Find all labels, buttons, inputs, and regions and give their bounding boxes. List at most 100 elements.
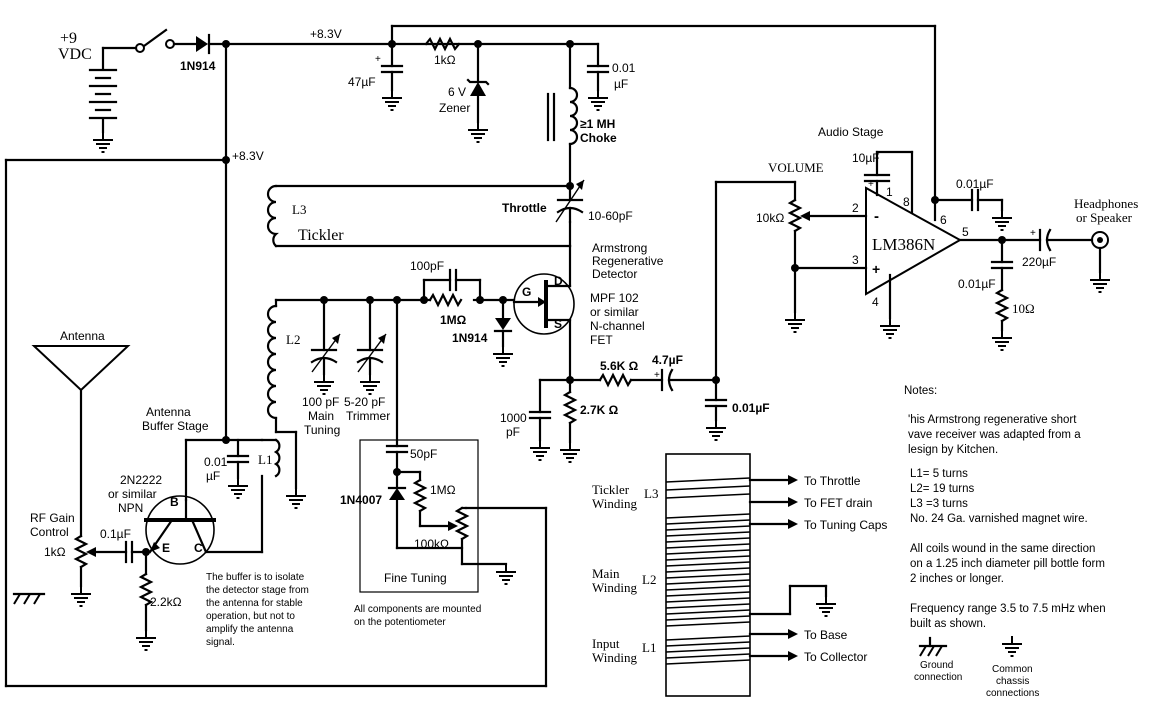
headphones-label-2: or Speaker	[1076, 210, 1133, 225]
to-collector-label: To Collector	[804, 650, 867, 664]
tickler-label: Tickler	[298, 227, 344, 244]
cap-100pf-label: 100pF	[410, 259, 444, 273]
fet-d-label: D	[554, 274, 563, 288]
trimmer-label-1: 5-20 pF	[344, 395, 385, 409]
tr-c-label: C	[194, 541, 203, 555]
svg-text:4: 4	[872, 295, 879, 309]
res-5k6	[598, 372, 633, 388]
svg-text:the detector stage from: the detector stage from	[206, 585, 309, 596]
svg-text:µF: µF	[206, 469, 220, 483]
main-tuning-cap	[310, 298, 341, 395]
svg-text:6: 6	[940, 213, 947, 227]
transistor-label-2: or similar	[108, 487, 157, 501]
main-tuning-label-1: 100 pF	[302, 395, 339, 409]
res-1k-label: 1kΩ	[434, 53, 456, 67]
cap-001-pin6-label: 0.01µF	[956, 177, 994, 191]
svg-text:µF: µF	[614, 77, 628, 91]
antenna-label: Antenna	[60, 329, 105, 343]
svg-text:+: +	[872, 261, 880, 277]
svg-text:L2= 19 turns: L2= 19 turns	[910, 483, 975, 495]
to-fet-label: To FET drain	[804, 496, 872, 510]
ic-label: LM386N	[872, 235, 935, 254]
fet-s-label: S	[554, 317, 562, 331]
cap-4u7	[660, 368, 718, 392]
fet-g-label: G	[522, 285, 531, 299]
fine-note-2: on the potentiometer	[354, 617, 446, 628]
gate-diode-label: 1N914	[452, 331, 488, 345]
legend-common-label-3: connections	[986, 688, 1039, 699]
choke-value-label: ≥1 MH	[580, 117, 615, 131]
jfet-mpf102	[512, 244, 575, 382]
chassis-ground-left	[12, 592, 46, 605]
coil-l1-label: L1	[642, 640, 656, 655]
l1-label: L1	[258, 452, 272, 467]
svg-text:lesign by Kitchen.: lesign by Kitchen.	[908, 444, 998, 456]
fine-tuning-pot[interactable]	[454, 506, 517, 585]
coil-tickler-label-2: Winding	[592, 496, 637, 511]
detector-label-1: Armstrong	[592, 241, 647, 255]
legend-ground-label-1: Ground	[920, 660, 953, 671]
buffer-label-1: Antenna	[146, 405, 191, 419]
zener-voltage-label: 6 V	[448, 85, 466, 99]
svg-text:All coils wound in the same di: All coils wound in the same direction	[910, 543, 1095, 555]
coil-input-label-1: Input	[592, 636, 620, 651]
cap-50pf-label: 50pF	[410, 447, 437, 461]
svg-text:5: 5	[962, 225, 969, 239]
res-2k2-label: 2.2kΩ	[150, 595, 182, 609]
svg-text:+: +	[1030, 228, 1036, 239]
svg-text:built as shown.: built as shown.	[910, 618, 986, 630]
rf-gain-pot-label: 1kΩ	[44, 545, 66, 559]
svg-text:2: 2	[852, 201, 859, 215]
headphones-label-1: Headphones	[1074, 196, 1138, 211]
volume-pot-label: 10kΩ	[756, 211, 784, 225]
svg-text:No. 24 Ga. varnished magnet wi: No. 24 Ga. varnished magnet wire.	[910, 513, 1088, 525]
cap-001-volume-label: 0.01µF	[732, 401, 770, 415]
cap-001-top-label: 0.01	[612, 61, 636, 75]
to-base-label: To Base	[804, 628, 848, 642]
zobel-network	[990, 238, 1014, 351]
cap-100pf-gate	[422, 268, 482, 302]
rf-gain-label-2: Control	[30, 525, 69, 539]
main-tuning-label-3: Tuning	[304, 423, 340, 437]
res-1k	[424, 36, 461, 52]
cap-01uf-label: 0.1µF	[100, 527, 131, 541]
zener-diode	[466, 42, 490, 143]
power-switch[interactable]	[101, 28, 198, 53]
fet-label-3: N-channel	[590, 319, 645, 333]
tr-b-label: B	[170, 495, 179, 509]
svg-text:+: +	[375, 54, 381, 65]
fet-label-4: FET	[590, 333, 613, 347]
buffer-label-2: Buffer Stage	[142, 419, 209, 433]
to-tuning-label: To Tuning Caps	[804, 518, 887, 532]
vdc-label: VDC	[58, 46, 92, 63]
fine-tuning-label: Fine Tuning	[384, 571, 447, 585]
rail-left-label: +8.3V	[232, 149, 264, 163]
cap-001-zobel-label: 0.01µF	[958, 277, 996, 291]
cap-1000pf-label-2: pF	[506, 425, 520, 439]
choke-label: Choke	[580, 131, 617, 145]
rf-gain-pot[interactable]	[70, 534, 92, 607]
fine-diode-label: 1N4007	[340, 493, 382, 507]
gate-diode	[492, 298, 514, 367]
rf-gain-label-1: RF Gain	[30, 511, 75, 525]
fet-label-2: or similar	[590, 305, 639, 319]
res-5k6-label: 5.6K Ω	[600, 359, 639, 373]
main-coil-l2	[266, 298, 278, 434]
coil-l3-label: L3	[644, 486, 658, 501]
rf-choke	[546, 42, 579, 188]
svg-text:vave receiver was adapted from: vave receiver was adapted from a	[908, 429, 1081, 441]
svg-text:amplify the antenna: amplify the antenna	[206, 624, 294, 635]
tr-e-label: E	[162, 541, 170, 555]
main-tuning-label-2: Main	[308, 409, 334, 423]
detector-label-2: Regenerative	[592, 254, 664, 268]
svg-text:+: +	[868, 179, 874, 190]
transistor-label-3: NPN	[118, 501, 143, 515]
svg-text:+: +	[654, 370, 660, 381]
cap-1000pf-label-1: 1000	[500, 411, 527, 425]
transistor-2n2222	[144, 495, 216, 565]
cap-220uf-label: 220µF	[1022, 255, 1056, 269]
cap-01uf	[86, 540, 134, 564]
trimmer-cap	[356, 298, 387, 395]
cap-001-pin6	[970, 188, 1013, 231]
